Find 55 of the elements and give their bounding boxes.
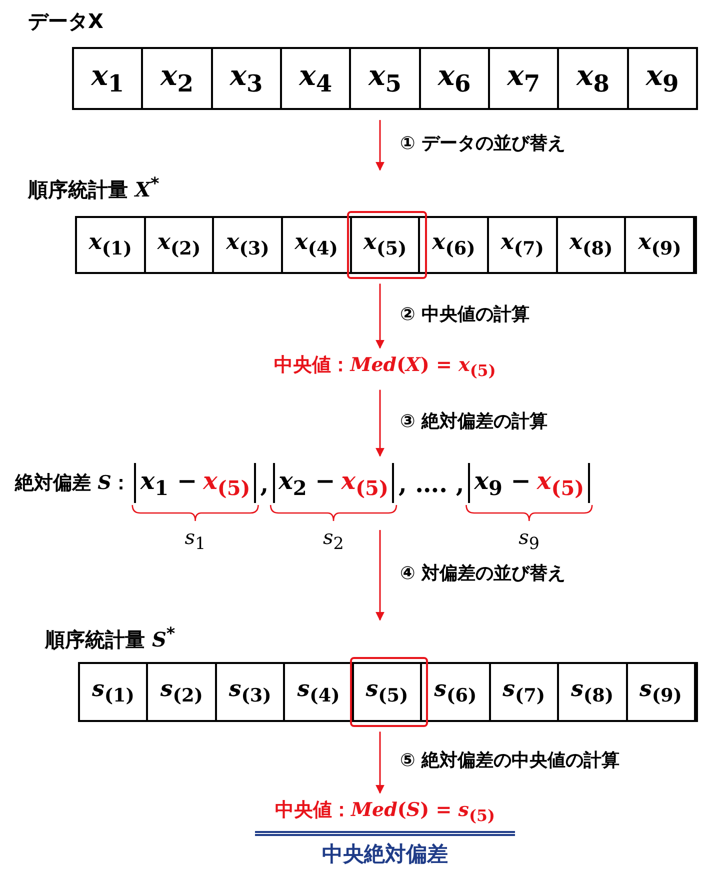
row-heading: 順序統計量 X$^{*}$ [28, 174, 160, 204]
data-cell: x$_{9}$ [628, 49, 696, 108]
brace-label: s$_{2}$ [323, 525, 344, 553]
data-cell: s$_{(8)}$ [559, 664, 628, 720]
row-heading: データX [28, 8, 104, 35]
data-cell: x$_{(3)}$ [214, 218, 284, 272]
data-cell: x$_{(2)}$ [146, 218, 214, 272]
math-term: , …. , [398, 468, 464, 498]
math-term: x$_{(5)}$ [203, 466, 250, 500]
data-cell: x$_{5}$ [351, 49, 421, 108]
data-cell: x$_{7}$ [490, 49, 560, 108]
data-cell: s$_{(1)}$ [80, 664, 148, 720]
data-cell: s$_{(6)}$ [422, 664, 491, 720]
data-cell: x$_{4}$ [282, 49, 352, 108]
math-term: x$_{(5)}$ [341, 466, 388, 500]
step-label: ① データの並び替え [400, 132, 566, 155]
data-cell: x$_{(4)}$ [283, 218, 352, 272]
data-cell: x$_{1}$ [74, 49, 144, 108]
math-term: x$_{1}$ − [140, 466, 198, 500]
step-label: ④ 対偏差の並び替え [400, 562, 566, 585]
data-cell: s$_{(5)}$ [354, 664, 422, 720]
step-label: ③ 絶対偏差の計算 [400, 410, 548, 433]
arrow [376, 120, 384, 171]
math-term: x$_{2}$ − [278, 466, 336, 500]
result-title: 中央絶対偏差 [321, 840, 449, 868]
data-cell: x$_{(6)}$ [420, 218, 490, 272]
data-cell: x$_{(5)}$ [352, 218, 420, 272]
data-cell: s$_{(2)}$ [148, 664, 217, 720]
data-cell: x$_{8}$ [559, 49, 629, 108]
data-cell: x$_{3}$ [212, 49, 282, 108]
data-cell: s$_{(3)}$ [216, 664, 286, 720]
data-cell: s$_{(7)}$ [490, 664, 560, 720]
data-cell: x$_{(1)}$ [77, 218, 146, 272]
data-cell: x$_{6}$ [420, 49, 490, 108]
arrow [376, 284, 384, 349]
brace-label: s$_{1}$ [184, 525, 206, 553]
median-formula: 中央値：Med(S) = s$_{(5)}$ [274, 798, 496, 825]
row-heading: 絶対偏差 S： [15, 471, 130, 496]
step-label: ② 中央値の計算 [400, 302, 530, 326]
math-term: , [260, 468, 269, 498]
row-heading: 順序統計量 S$^{*}$ [45, 624, 176, 654]
math-term: x$_{9}$ − [474, 466, 531, 500]
data-cell: x$_{(9)}$ [626, 218, 696, 272]
data-cell: s$_{(4)}$ [285, 664, 354, 720]
arrow [376, 390, 384, 457]
arrow [376, 530, 384, 621]
math-term: x$_{(5)}$ [536, 466, 584, 500]
step-label: ⑤ 絶対偏差の中央値の計算 [400, 749, 620, 772]
data-cell: x$_{(7)}$ [489, 218, 558, 272]
arrow [376, 732, 384, 794]
data-cell: x$_{2}$ [143, 49, 213, 108]
data-cell: s$_{(9)}$ [628, 664, 696, 720]
median-formula: 中央値：Med(X) = x$_{(5)}$ [273, 353, 497, 380]
brace-label: s$_{9}$ [518, 525, 540, 553]
data-cell: x$_{(8)}$ [558, 218, 626, 272]
